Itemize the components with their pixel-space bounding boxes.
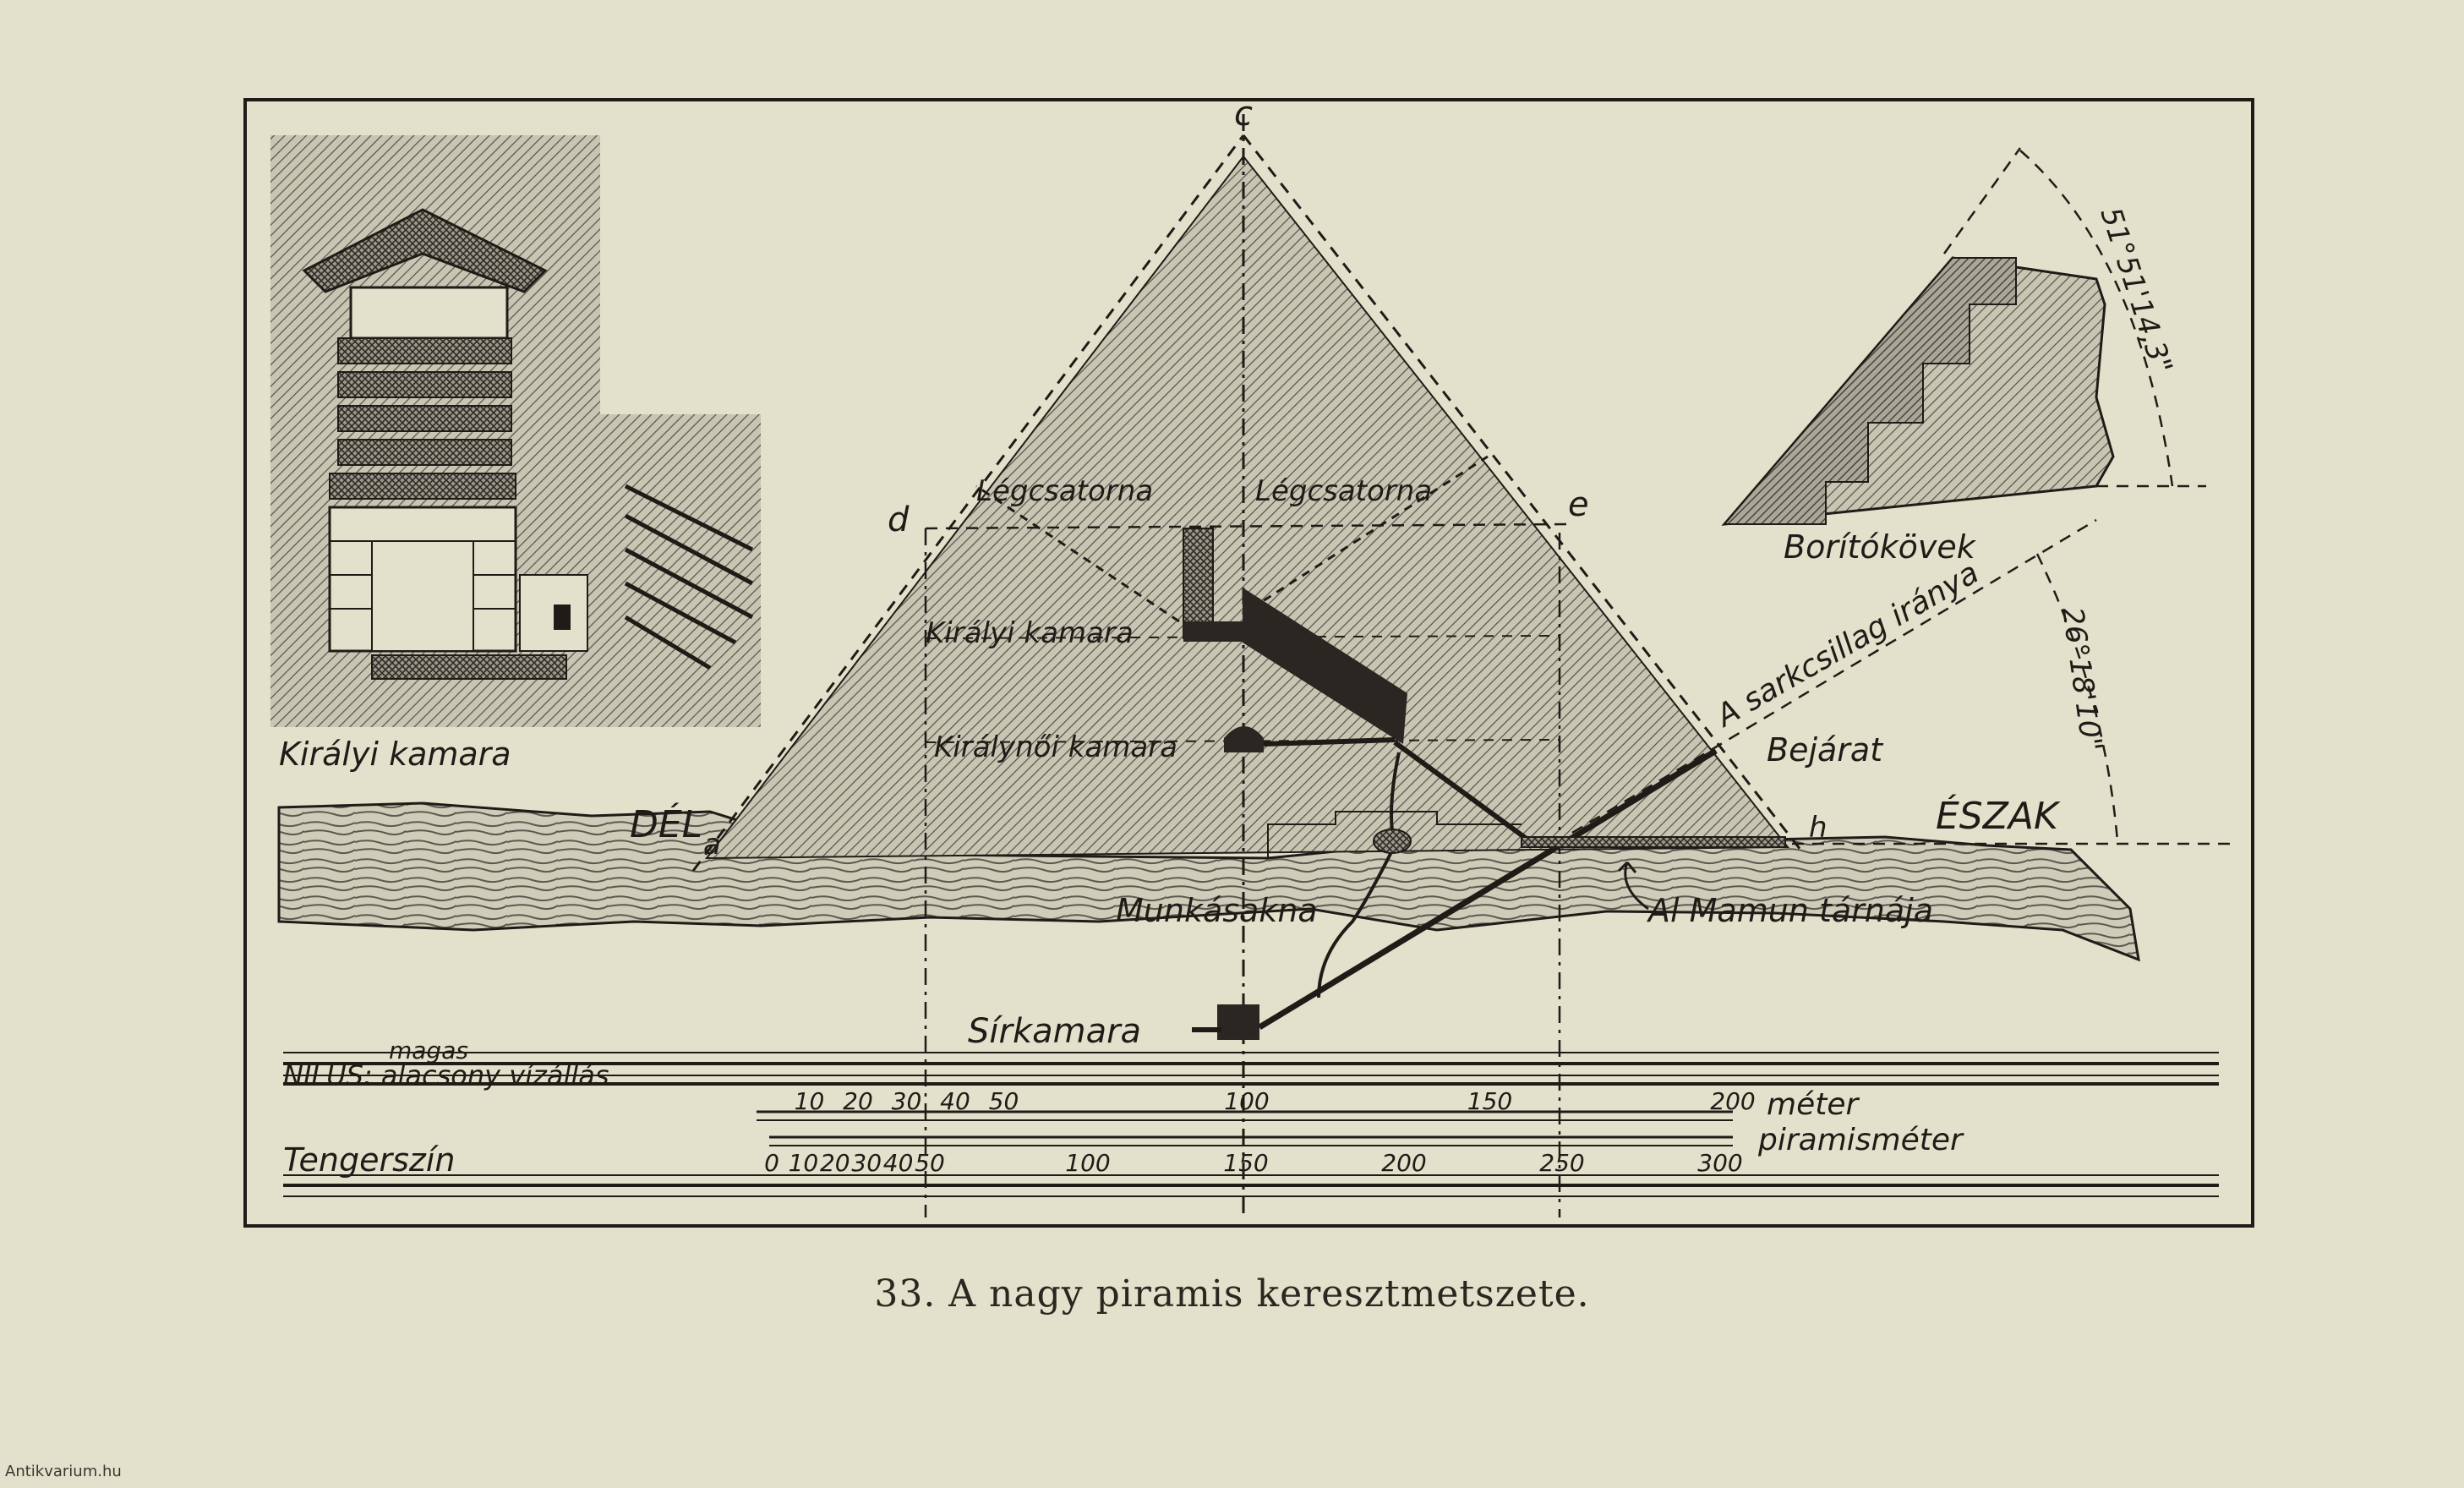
sea-level-label: Tengerszín xyxy=(283,1141,456,1179)
entrance-label: Bejárat xyxy=(1767,731,1884,769)
pyramid-outline-right xyxy=(1242,134,1802,851)
casing-slope-line xyxy=(1942,147,2022,254)
polar-star-direction-line xyxy=(1571,518,2097,834)
pyramid-tick-10: 10 xyxy=(789,1149,819,1177)
base-a-label: a xyxy=(703,828,721,862)
pyramid-tick-0: 0 xyxy=(764,1149,779,1177)
meter-tick-20: 20 xyxy=(843,1087,873,1115)
burial-chamber xyxy=(1217,1004,1259,1040)
meter-tick-10: 10 xyxy=(795,1087,825,1115)
casing-angle-arc xyxy=(2019,150,2174,487)
queens-passage xyxy=(1263,737,1396,747)
burial-chamber-label: Sírkamara xyxy=(968,1012,1141,1051)
meter-tick-100: 100 xyxy=(1224,1087,1269,1115)
apex-label: c xyxy=(1234,95,1253,134)
watermark: Antikvarium.hu xyxy=(5,1463,122,1480)
queens-chamber-label: Királynői kamara xyxy=(934,730,1177,764)
inset-roof xyxy=(302,208,548,293)
pyramid-tick-200: 200 xyxy=(1381,1149,1426,1177)
air-shaft-south xyxy=(975,484,1180,623)
casing-angle-label: 51°51'14,3" xyxy=(2093,203,2178,378)
meter-tick-200: 200 xyxy=(1710,1087,1755,1115)
pyramid-tick-50: 50 xyxy=(915,1149,945,1177)
pyramid-tick-250: 250 xyxy=(1539,1149,1584,1177)
base-step xyxy=(1267,811,1522,858)
meter-tick-40: 40 xyxy=(940,1087,970,1115)
pyramid-tick-150: 150 xyxy=(1223,1149,1268,1177)
figure-caption: 33. A nagy piramis keresztmetszete. xyxy=(874,1272,1590,1316)
meter-tick-30: 30 xyxy=(892,1087,922,1115)
nile-high-label: magas xyxy=(389,1037,468,1064)
air-shaft-right-label: Légcsatorna xyxy=(1255,474,1432,508)
inset-chamber-label: Királyi kamara xyxy=(279,736,511,773)
water-level-lines xyxy=(283,1052,2219,1197)
casing-steps xyxy=(1722,257,2017,525)
kings-chamber xyxy=(1183,528,1214,639)
meter-scale-ticks: 10 20 30 40 50 100 150 200 xyxy=(795,1087,1756,1115)
nile-low-label: NILUS: alacsony vízállás xyxy=(283,1059,609,1091)
pyramid-base-pavement xyxy=(1521,836,1786,848)
pyramid-outline-left xyxy=(691,134,1245,872)
figure-frame xyxy=(243,98,2254,1228)
pyramid-tick-30: 30 xyxy=(851,1149,882,1177)
inset-relieving-chambers xyxy=(328,286,754,680)
meter-tick-50: 50 xyxy=(989,1087,1019,1115)
polar-angle-label: 26°18'10" xyxy=(2055,605,2109,754)
pyramid-unit-label: piramisméter xyxy=(1757,1123,1964,1157)
descending-passage xyxy=(1258,748,1718,1030)
work-shaft-label: Munkásakna xyxy=(1116,892,1318,929)
base-h-label: h xyxy=(1809,811,1828,845)
north-label: ÉSZAK xyxy=(1936,793,2061,838)
pyramid-tick-20: 20 xyxy=(820,1149,850,1177)
kings-chamber-label: Királyi kamara xyxy=(926,616,1134,650)
air-shaft-left-label: Légcsatorna xyxy=(976,474,1153,508)
casing-stones-label: Borítókövek xyxy=(1784,528,1977,566)
work-shaft-grotto xyxy=(1373,829,1412,854)
polar-angle-arc xyxy=(2035,553,2119,842)
meter-tick-150: 150 xyxy=(1467,1087,1512,1115)
pyramid-tick-300: 300 xyxy=(1697,1149,1742,1177)
kings-chamber-room xyxy=(1183,621,1251,642)
air-shaft-north xyxy=(1250,455,1489,610)
queens-chamber xyxy=(1224,726,1264,752)
al-mamun-label: Al Mamun tárnája xyxy=(1646,892,1933,929)
line-d-e xyxy=(925,522,1569,530)
pyramid-tick-100: 100 xyxy=(1065,1149,1110,1177)
work-shaft xyxy=(1317,752,1401,998)
pyramid-tick-40: 40 xyxy=(883,1149,914,1177)
inset-background-right xyxy=(592,414,761,727)
point-e-label: e xyxy=(1568,485,1589,524)
al-mamun-arrow xyxy=(1617,861,1649,911)
pyramid-body xyxy=(704,155,1790,860)
grand-gallery xyxy=(1243,588,1407,744)
point-d-label: d xyxy=(888,501,910,539)
polar-star-label: A sarkcsillag iránya xyxy=(1709,555,1985,735)
meter-unit-label: méter xyxy=(1767,1087,1860,1122)
south-label: DÉL xyxy=(630,801,702,846)
